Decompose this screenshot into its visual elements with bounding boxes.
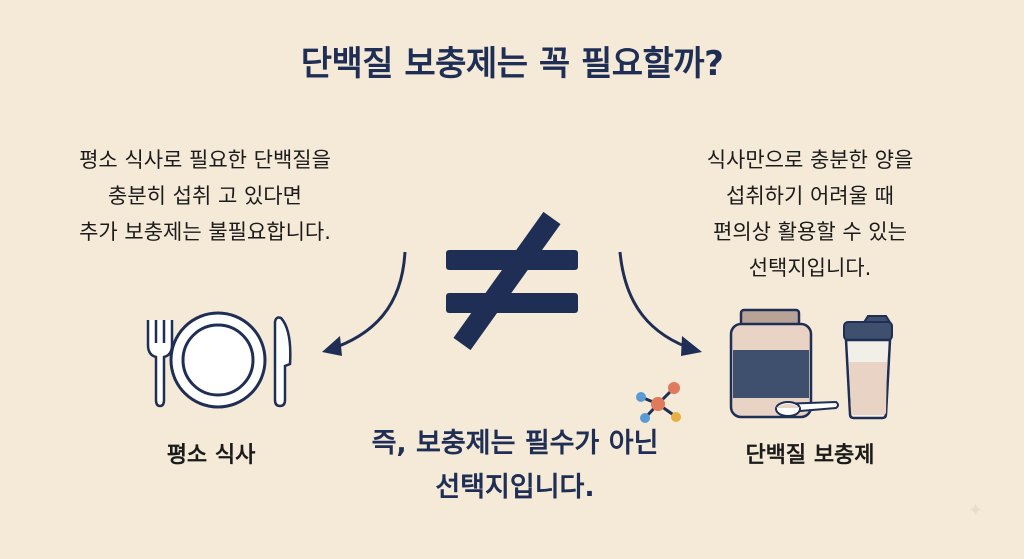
meal-description: 평소 식사로 필요한 단백질을 충분히 섭취 고 있다면 추가 보충제는 불필요… bbox=[40, 142, 370, 250]
supplement-description: 식사만으로 충분한 양을 섭취하기 어려울 때 편의상 활용할 수 있는 선택지… bbox=[640, 142, 980, 286]
arrow-to-supplement-icon bbox=[618, 251, 702, 356]
protein-tub-icon bbox=[729, 308, 813, 419]
shaker-bottle-icon bbox=[843, 315, 893, 420]
supplement-description-line: 선택지입니다. bbox=[748, 256, 872, 280]
conclusion-line: 선택지입니다. bbox=[435, 472, 595, 503]
supplement-description-line: 편의상 활용할 수 있는 bbox=[713, 220, 907, 244]
scoop-icon bbox=[775, 400, 839, 417]
meal-description-line: 평소 식사로 필요한 단백질을 bbox=[79, 148, 331, 172]
sparkle-icon: ✦ bbox=[968, 500, 984, 521]
molecule-icon bbox=[636, 382, 681, 423]
meal-label: 평소 식사 bbox=[166, 443, 256, 468]
conclusion-line: 즉, 보충제는 필수가 아닌 bbox=[371, 428, 659, 459]
meal-description-line: 충분히 섭취 고 있다면 bbox=[108, 184, 302, 208]
supplement-label: 단백질 보충제 bbox=[745, 443, 875, 468]
supplement-description-line: 섭취하기 어려울 때 bbox=[726, 184, 894, 208]
knife-icon bbox=[273, 316, 292, 408]
arrow-to-meal-icon bbox=[322, 251, 407, 356]
plate-icon bbox=[169, 311, 267, 409]
fork-icon bbox=[146, 320, 174, 408]
conclusion: 즉, 보충제는 필수가 아닌 선택지입니다. bbox=[330, 422, 700, 510]
page-title: 단백질 보충제는 꼭 필요할까? bbox=[300, 44, 724, 84]
meal-description-line: 추가 보충제는 불필요합니다. bbox=[79, 220, 331, 244]
supplement-description-line: 식사만으로 충분한 양을 bbox=[706, 148, 914, 172]
not-equal-icon bbox=[446, 211, 578, 351]
